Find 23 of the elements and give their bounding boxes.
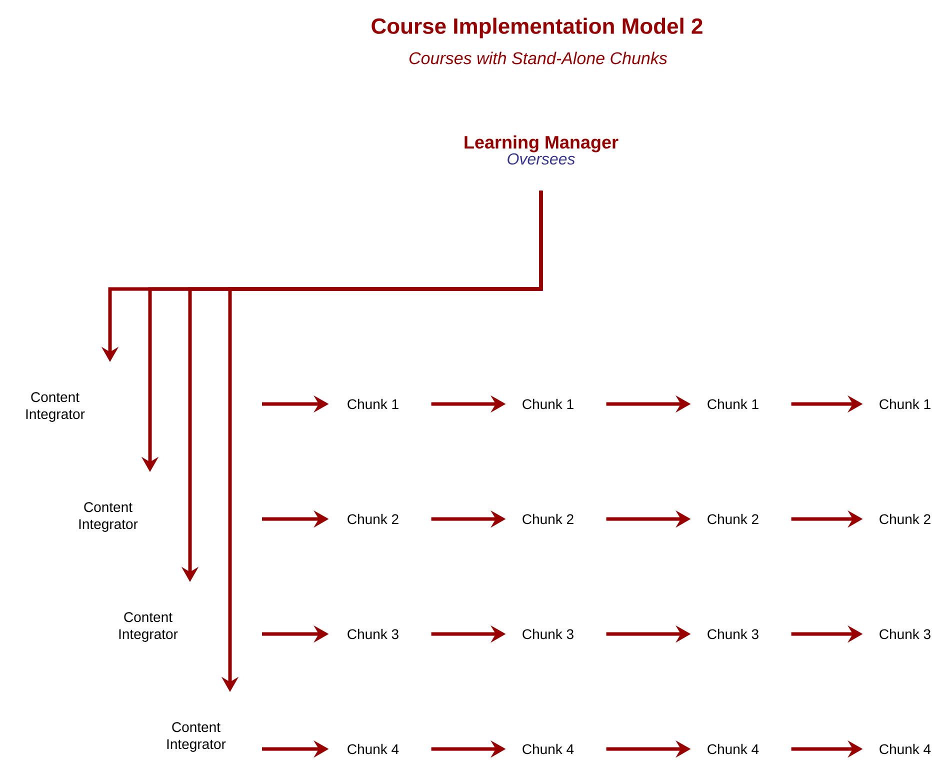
role-label: Content Integrator — [167, 722, 226, 752]
role-label: Content Integrator — [79, 502, 138, 532]
chunk-label: Chunk 1 — [708, 398, 758, 410]
chunk-label: Chunk 1 — [880, 398, 930, 410]
chunk-label: Chunk 1 — [522, 398, 574, 410]
chunk-label: Chunk 3 — [880, 628, 930, 640]
chunk-label: Chunk 4 — [880, 744, 931, 754]
chunk-label: Chunk 1 — [348, 398, 398, 410]
chunk-label: Chunk 2 — [348, 514, 398, 524]
chunk-label: Chunk 4 — [522, 744, 574, 754]
chunk-label: Chunk 2 — [880, 514, 930, 524]
chunk-label: Chunk 3 — [708, 628, 758, 640]
chunk-label: Chunk 4 — [708, 744, 759, 754]
chunk-label: Chunk 3 — [348, 628, 398, 640]
title: Course Implementation Model 2 — [372, 18, 702, 38]
subtitle: Courses with Stand-Alone Chunks — [410, 52, 668, 64]
chunk-label: Chunk 3 — [522, 628, 574, 640]
role-label: Content Integrator — [26, 392, 85, 422]
manager-label: Learning Manager Oversees — [464, 135, 618, 165]
chunk-label: Chunk 4 — [348, 744, 399, 754]
chunk-label: Chunk 2 — [708, 514, 758, 524]
role-label: Content Integrator — [119, 612, 178, 642]
chunk-label: Chunk 2 — [522, 514, 574, 524]
